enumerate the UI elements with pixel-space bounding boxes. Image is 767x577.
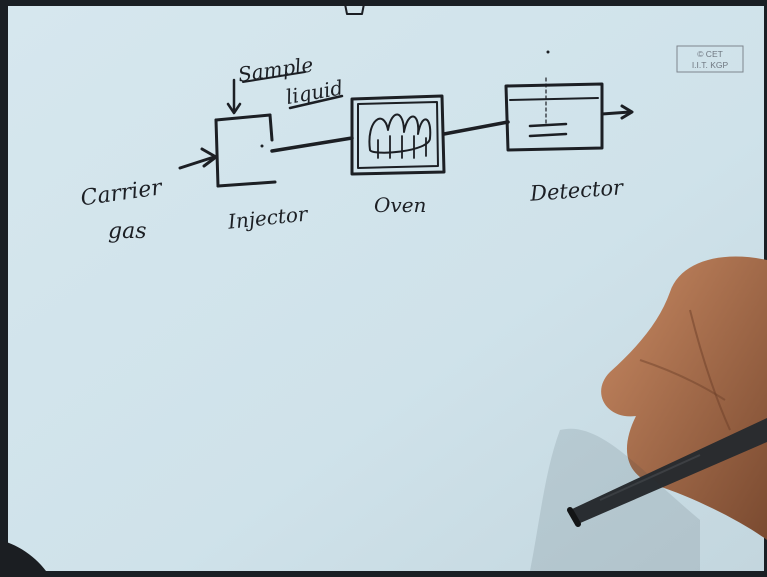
oven-box — [350, 94, 446, 176]
detector-box — [504, 50, 604, 152]
top-scribble — [344, 3, 365, 15]
injector-box — [214, 113, 277, 188]
sample-arrow — [226, 78, 242, 115]
outlet-arrow — [600, 104, 634, 120]
watermark: © CET I.I.T. KGP — [676, 45, 744, 73]
tube-injector-oven — [270, 136, 354, 153]
carrier-label-line2: gas — [108, 219, 147, 244]
tube-oven-detector — [442, 120, 510, 136]
corner-shadow — [0, 540, 50, 577]
board-surface — [8, 6, 764, 571]
sample-underline — [242, 71, 306, 83]
hand-shadow — [530, 428, 700, 571]
liquid-underline — [288, 94, 344, 110]
oven-label: Oven — [374, 193, 426, 217]
presenter-hand — [567, 256, 767, 540]
watermark-line2: I.I.T. KGP — [692, 60, 729, 70]
watermark-line1: © CET — [697, 49, 723, 59]
